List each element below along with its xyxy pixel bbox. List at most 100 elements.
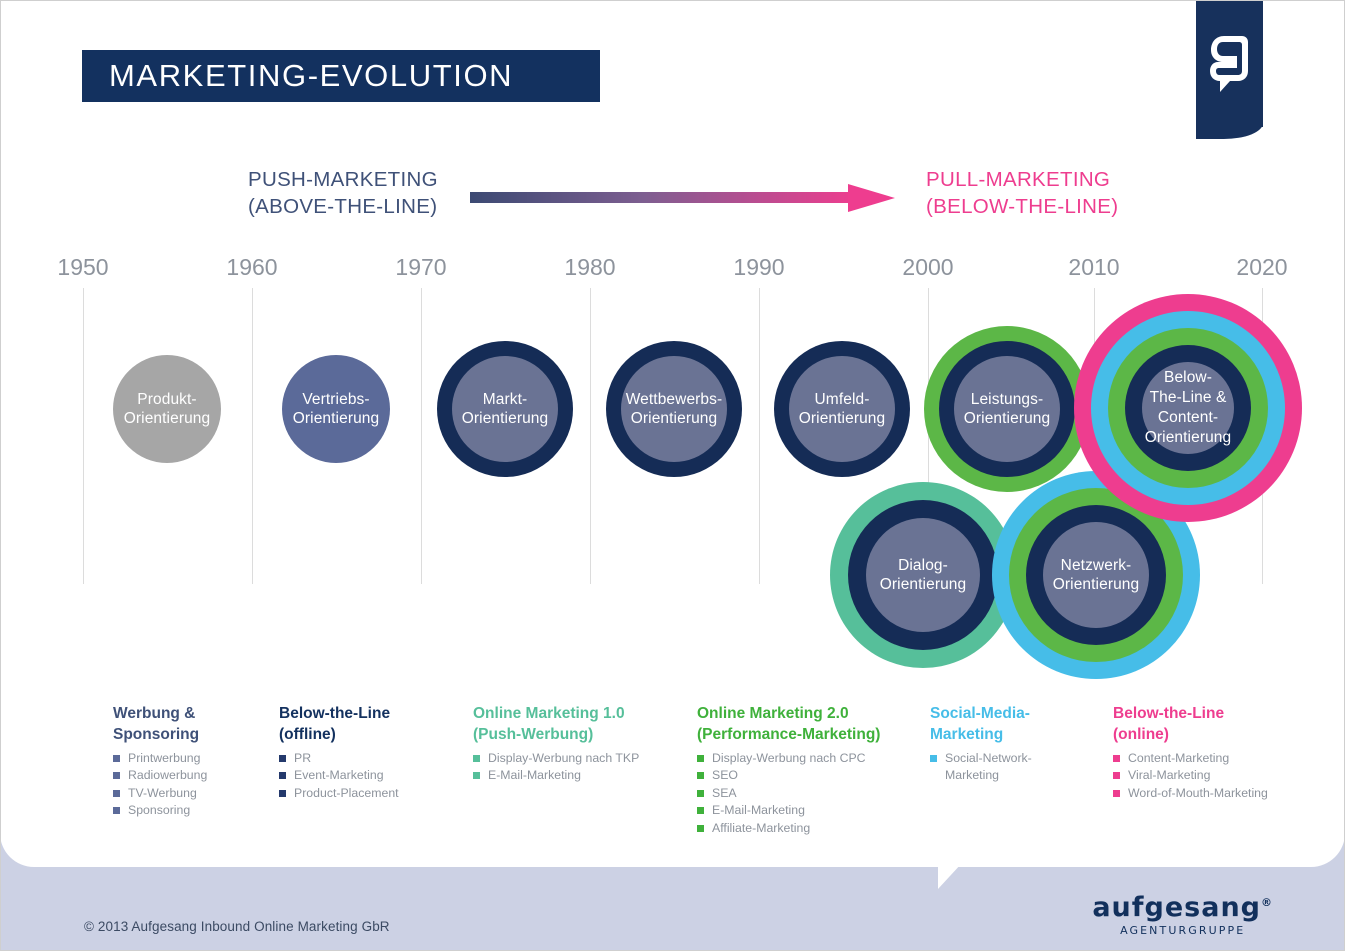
legend-item: Viral-Marketing bbox=[1113, 767, 1343, 784]
bubble-umfeld-ring-1[interactable]: Umfeld- Orientierung bbox=[789, 356, 895, 462]
legend-item-label: Word-of-Mouth-Marketing bbox=[1128, 785, 1268, 800]
legend-heading-5: Social-Media- Marketing bbox=[930, 705, 1030, 743]
legend-item: E-Mail-Marketing bbox=[473, 767, 703, 784]
legend-item: Social-Network- Marketing bbox=[930, 750, 1120, 785]
bubble-netzwerk-ring-3[interactable]: Netzwerk- Orientierung bbox=[1043, 522, 1149, 628]
push-marketing-label: PUSH-MARKETING (ABOVE-THE-LINE) bbox=[248, 166, 438, 220]
bubble-wettbewerbs[interactable]: Wettbewerbs- Orientierung bbox=[606, 341, 742, 477]
legend-bullet-icon bbox=[1113, 755, 1120, 762]
legend-heading-1: Werbung & Sponsoring bbox=[113, 705, 200, 743]
bubble-markt[interactable]: Markt- Orientierung bbox=[437, 341, 573, 477]
bubble-umfeld[interactable]: Umfeld- Orientierung bbox=[774, 341, 910, 477]
legend-item: E-Mail-Marketing bbox=[697, 802, 937, 819]
legend-bullet-icon bbox=[930, 755, 937, 762]
pull-marketing-line1: PULL-MARKETING bbox=[926, 168, 1111, 191]
legend-bullet-icon bbox=[113, 789, 120, 797]
bubble-produkt[interactable]: Produkt- Orientierung bbox=[113, 355, 221, 463]
brand-banner bbox=[1196, 0, 1263, 139]
page-title: MARKETING-EVOLUTION bbox=[82, 50, 600, 102]
timeline-year-2020: 2020 bbox=[1236, 254, 1288, 280]
legend-bullet-icon bbox=[697, 789, 704, 797]
bubble-dialog-ring-2[interactable]: Dialog- Orientierung bbox=[866, 518, 980, 632]
legend-item-label: Radiowerbung bbox=[128, 768, 208, 783]
legend-item-label: Viral-Marketing bbox=[1128, 768, 1211, 783]
pull-marketing-label: PULL-MARKETING (BELOW-THE-LINE) bbox=[926, 166, 1118, 220]
timeline-tick-1980 bbox=[590, 288, 591, 584]
legend-item-label: Sponsoring bbox=[128, 803, 191, 818]
legend-item-label: E-Mail-Marketing bbox=[712, 803, 805, 818]
legend-heading-2: Below-the-Line (offline) bbox=[279, 705, 391, 743]
bubble-markt-ring-1[interactable]: Markt- Orientierung bbox=[452, 356, 558, 462]
timeline-year-1950: 1950 bbox=[57, 254, 109, 280]
bubble-leistungs-ring-2[interactable]: Leistungs- Orientierung bbox=[954, 356, 1060, 462]
legend-heading-6: Below-the-Line (online) bbox=[1113, 705, 1225, 743]
aufgesang-wordmark-text: aufgesang bbox=[1092, 892, 1261, 923]
legend-item: Radiowerbung bbox=[113, 767, 283, 784]
legend-item-label: Affiliate-Marketing bbox=[712, 820, 811, 835]
legend-bullet-icon bbox=[279, 755, 286, 762]
aufgesang-logo: aufgesang® AGENTURGRUPPE bbox=[1092, 894, 1273, 937]
legend-heading-4: Online Marketing 2.0 (Performance-Market… bbox=[697, 705, 881, 743]
page-title-text: MARKETING-EVOLUTION bbox=[109, 58, 514, 93]
timeline-year-2010: 2010 bbox=[1068, 254, 1120, 280]
bubble-netzwerk-ring-2[interactable]: Netzwerk- Orientierung bbox=[1026, 505, 1166, 645]
timeline-tick-1990 bbox=[759, 288, 760, 584]
bubble-leistungs[interactable]: Leistungs- Orientierung bbox=[924, 326, 1090, 492]
legend-item-label: SEO bbox=[712, 768, 738, 783]
legend-item: Printwerbung bbox=[113, 750, 283, 767]
legend-bullet-icon bbox=[1113, 789, 1120, 797]
timeline-tick-1960 bbox=[252, 288, 253, 584]
legend-item-label: E-Mail-Marketing bbox=[488, 768, 581, 783]
legend-column-3: Online Marketing 1.0 (Push-Werbung)Displ… bbox=[473, 703, 703, 785]
footer-speech-tail bbox=[938, 863, 962, 889]
legend-bullet-icon bbox=[279, 772, 286, 780]
bubble-btl-ring-4[interactable]: Below- The-Line & Content- Orientierung bbox=[1142, 362, 1234, 454]
legend-item-label: Content-Marketing bbox=[1128, 751, 1230, 765]
legend-item: Event-Marketing bbox=[279, 767, 479, 784]
bubble-dialog-ring-1[interactable]: Dialog- Orientierung bbox=[848, 500, 998, 650]
bubble-vertriebs[interactable]: Vertriebs- Orientierung bbox=[282, 355, 390, 463]
bubble-btl-ring-1[interactable]: Below- The-Line & Content- Orientierung bbox=[1091, 311, 1285, 505]
push-marketing-line2: (ABOVE-THE-LINE) bbox=[248, 195, 438, 218]
bubble-label-umfeld: Umfeld- Orientierung bbox=[798, 391, 886, 427]
legend-item-label: Display-Werbung nach CPC bbox=[712, 751, 866, 765]
legend-item-label: Display-Werbung nach TKP bbox=[488, 751, 640, 765]
legend-item: Display-Werbung nach TKP bbox=[473, 750, 703, 767]
push-marketing-line1: PUSH-MARKETING bbox=[248, 168, 438, 191]
bubble-dialog[interactable]: Dialog- Orientierung bbox=[830, 482, 1016, 668]
timeline-tick-1950 bbox=[83, 288, 84, 584]
legend-bullet-icon bbox=[1113, 772, 1120, 780]
legend-bullet-icon bbox=[697, 772, 704, 780]
bubble-label-produkt: Produkt- Orientierung bbox=[123, 391, 211, 427]
bubble-btl[interactable]: Below- The-Line & Content- Orientierung bbox=[1074, 294, 1302, 522]
legend-item-label: SEA bbox=[712, 785, 737, 800]
bubble-wettbewerbs-ring-1[interactable]: Wettbewerbs- Orientierung bbox=[621, 356, 727, 462]
bubble-label-vertriebs: Vertriebs- Orientierung bbox=[292, 391, 380, 427]
bubble-btl-ring-2[interactable]: Below- The-Line & Content- Orientierung bbox=[1108, 328, 1268, 488]
registered-mark: ® bbox=[1261, 896, 1273, 909]
timeline-tick-1970 bbox=[421, 288, 422, 584]
legend-bullet-icon bbox=[697, 755, 704, 762]
bubble-label-wettbewerbs: Wettbewerbs- Orientierung bbox=[625, 391, 723, 427]
pull-marketing-line2: (BELOW-THE-LINE) bbox=[926, 195, 1119, 218]
copyright-text: © 2013 Aufgesang Inbound Online Marketin… bbox=[84, 919, 390, 934]
legend-bullet-icon bbox=[697, 824, 704, 832]
legend-item: Product-Placement bbox=[279, 785, 479, 802]
timeline-year-1970: 1970 bbox=[395, 254, 447, 280]
legend-bullet-icon bbox=[113, 772, 120, 780]
push-to-pull-arrow-icon bbox=[470, 182, 895, 214]
aufgesang-subline: AGENTURGRUPPE bbox=[1120, 924, 1246, 937]
bubble-leistungs-ring-1[interactable]: Leistungs- Orientierung bbox=[939, 341, 1075, 477]
legend-item-label: Event-Marketing bbox=[294, 768, 384, 783]
legend-bullet-icon bbox=[697, 807, 704, 815]
bubble-label-dialog: Dialog- Orientierung bbox=[879, 557, 967, 593]
legend-item: SEA bbox=[697, 785, 937, 802]
legend-item: Display-Werbung nach CPC bbox=[697, 750, 937, 767]
bubble-label-netzwerk: Netzwerk- Orientierung bbox=[1052, 557, 1140, 593]
legend-column-6: Below-the-Line (online) Content-Marketing… bbox=[1113, 703, 1343, 802]
circle-stage: Produkt- Orientierung Vertriebs- Orientie… bbox=[113, 294, 1302, 679]
legend-item: Word-of-Mouth-Marketing bbox=[1113, 785, 1343, 802]
bubble-btl-ring-3[interactable]: Below- The-Line & Content- Orientierung bbox=[1125, 345, 1251, 471]
